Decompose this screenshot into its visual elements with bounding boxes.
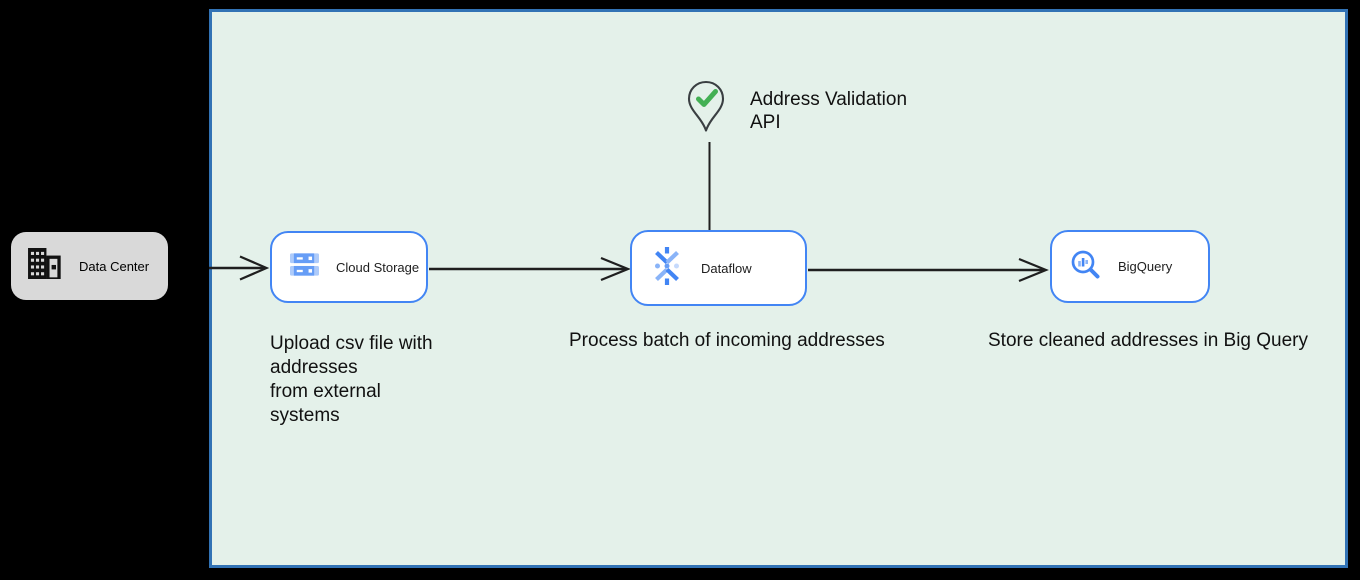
node-dataflow[interactable]: Dataflow <box>630 230 807 306</box>
dataflow-icon <box>650 246 684 291</box>
node-label: BigQuery <box>1118 259 1173 274</box>
data-center-building-icon <box>28 248 61 284</box>
node-cloud-storage[interactable]: Cloud Storage <box>270 231 428 303</box>
node-label: Dataflow <box>701 260 752 276</box>
node-label: Cloud Storage <box>336 259 420 275</box>
caption-store-cleaned: Store cleaned addresses in Big Query <box>988 330 1309 351</box>
node-data-center[interactable]: Data Center <box>11 232 168 300</box>
bigquery-icon <box>1070 249 1101 285</box>
caption-process-batch: Process batch of incoming addresses <box>569 330 885 351</box>
node-label: Data Center <box>79 258 150 274</box>
node-bigquery[interactable]: BigQuery <box>1050 230 1210 303</box>
annotation-address-validation-api: Address Validation API <box>750 89 908 133</box>
cloud-storage-icon <box>290 252 319 282</box>
caption-upload-csv: Upload csv file with addresses from exte… <box>270 333 433 426</box>
map-pin-check-icon <box>687 80 726 141</box>
